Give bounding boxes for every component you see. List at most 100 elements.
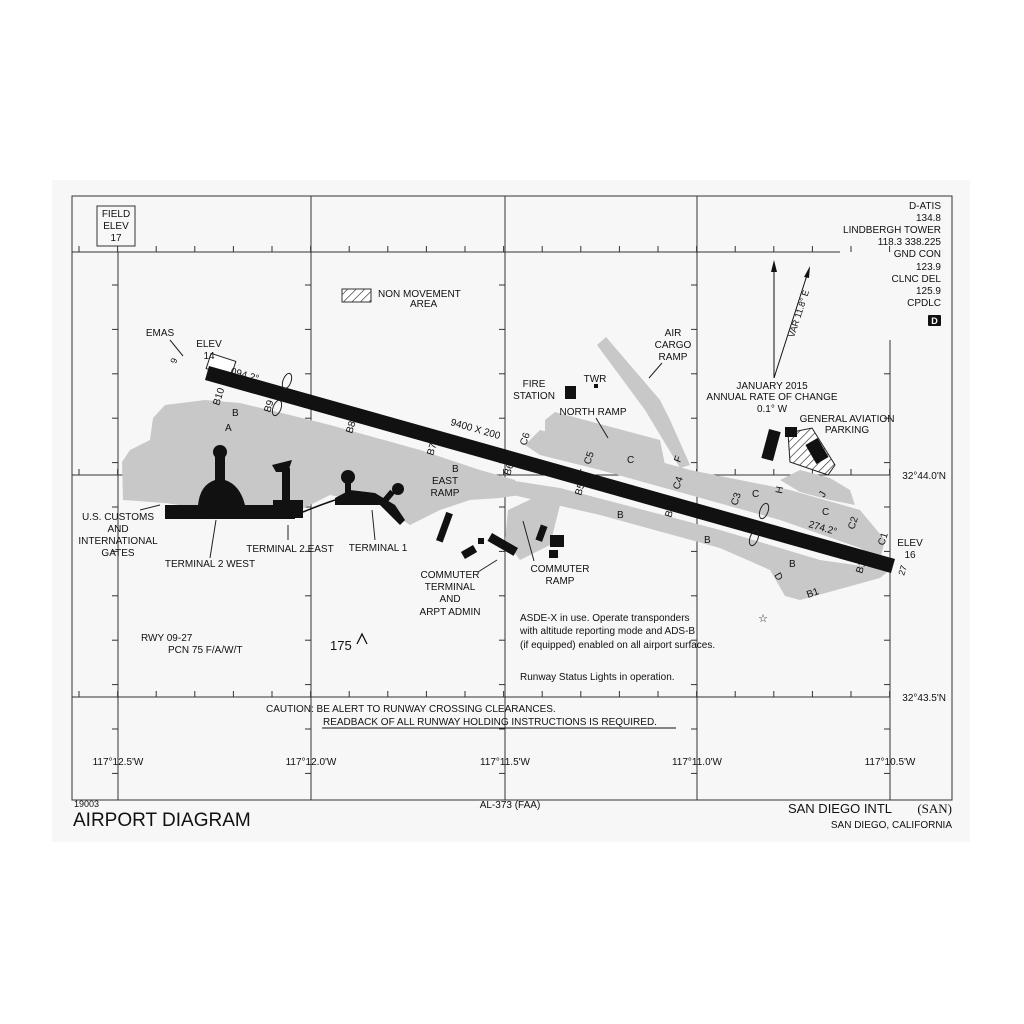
variation-rate-label: ANNUAL RATE OF CHANGE (706, 392, 837, 403)
east-ramp-label: RAMP (431, 488, 460, 499)
elev-value-west: 14 (203, 351, 215, 362)
airport-beacon-icon: ☆ (758, 613, 768, 625)
taxiway-label: B1 (854, 559, 868, 574)
field-elev-value: 17 (110, 233, 122, 244)
freq-ground-value: 123.9 (916, 262, 941, 273)
obstacle-icon (356, 632, 368, 645)
asde-note: ASDE-X in use. Operate transponders (520, 613, 690, 624)
taxiway-label: F (672, 455, 684, 465)
runway-pcn: PCN 75 F/A/W/T (168, 645, 242, 656)
air-cargo-label: CARGO (655, 340, 692, 351)
chart-number: 19003 (74, 799, 99, 809)
taxiway-label: B (704, 535, 711, 546)
elev-label-west: ELEV (196, 339, 222, 350)
hold-marker-icon (281, 372, 293, 390)
field-elevation-box: FIELD ELEV 17 (96, 205, 136, 247)
commuter-terminal-label: COMMUTER (421, 570, 480, 581)
terminal-2-east-building (273, 500, 303, 518)
airport-city: SAN DIEGO, CALIFORNIA (831, 820, 952, 831)
runway-09-27[interactable] (205, 366, 895, 573)
freq-datis: D-ATIS (909, 201, 941, 212)
commuter-ramp-label: COMMUTER (531, 564, 590, 575)
terminal-2-east-label: TERMINAL 2 EAST (246, 544, 333, 555)
taxiway-label: B (452, 464, 459, 475)
elev-label-east: ELEV (897, 538, 923, 549)
commuter-terminal-label: AND (439, 594, 460, 605)
rwsl-note: Runway Status Lights in operation. (520, 672, 675, 683)
customs-label: AND (107, 524, 128, 535)
legend-label-2: AREA (410, 299, 438, 310)
caution-text: CAUTION: BE ALERT TO RUNWAY CROSSING CLE… (266, 704, 556, 715)
taxiway-label: C4 (671, 475, 686, 491)
fire-station-label: STATION (513, 391, 555, 402)
latitude-label: 32°44.0'N (902, 471, 946, 482)
runway-info: RWY 09-27 (141, 633, 193, 644)
chart-id: AL-373 (FAA) (480, 800, 541, 811)
freq-ground: GND CON (894, 249, 941, 260)
air-cargo-ramp (597, 337, 690, 468)
taxiway-label: B8 (344, 419, 358, 434)
ga-taxi-area (780, 470, 855, 505)
air-cargo-label: AIR (665, 328, 682, 339)
legend-label: NON MOVEMENT (378, 289, 461, 300)
commuter-terminal-label: TERMINAL (425, 582, 476, 593)
frequency-block: D-ATIS 134.8 LINDBERGH TOWER 118.3 338.2… (843, 201, 941, 326)
longitude-label: 117°10.5'W (865, 757, 916, 768)
taxiway-label: B4 (663, 503, 677, 518)
runway-number-9: 9 (168, 357, 179, 365)
taxiway-label: B6 (502, 461, 516, 476)
ga-parking-label: GENERAL AVIATION (800, 414, 895, 425)
freq-clearance-value: 125.9 (916, 286, 941, 297)
tower-icon (594, 384, 598, 388)
hold-marker-icon (748, 529, 760, 547)
longitude-label: 117°12.0'W (286, 757, 337, 768)
general-aviation-parking (761, 427, 836, 476)
taxiway-label: C5 (582, 450, 597, 466)
taxiway-label: C2 (846, 515, 861, 531)
freq-tower-value: 118.3 338.225 (878, 237, 942, 248)
taxiway-label: J (817, 490, 829, 500)
taxiway-label: C6 (518, 431, 533, 447)
freq-tower: LINDBERGH TOWER (843, 225, 941, 236)
east-ramp-label: EAST (432, 476, 458, 487)
taxiway-c (525, 430, 885, 560)
freq-cpdlc: CPDLC (907, 298, 941, 309)
longitude-label: 117°12.5'W (93, 757, 144, 768)
chart-title: AIRPORT DIAGRAM (73, 810, 251, 831)
north-ramp (545, 412, 665, 465)
terminal-2-west-building (165, 505, 295, 519)
variation-date: JANUARY 2015 (736, 381, 808, 392)
taxiway-label: B5 (573, 481, 587, 496)
hold-marker-icon (758, 502, 770, 520)
taxiway-label: C3 (729, 491, 744, 507)
longitude-label: 117°11.0'W (672, 757, 723, 768)
fire-station-label: FIRE (523, 379, 546, 390)
longitude-label: 117°11.5'W (480, 757, 531, 768)
obstacle-height: 175 (330, 638, 352, 653)
taxiway-label: B9 (262, 398, 276, 413)
taxiway-label: C (752, 489, 759, 500)
taxiway-label: H (774, 485, 786, 494)
commuter-ramp-label: RAMP (546, 576, 575, 587)
runway-number-27: 27 (896, 564, 909, 577)
hold-marker-icon (271, 399, 283, 417)
north-ramp-label: NORTH RAMP (559, 407, 626, 418)
d-badge-label: D (931, 316, 938, 326)
taxiway-label: B1 (805, 586, 821, 601)
freq-datis-value: 134.8 (916, 213, 941, 224)
variation-rate: 0.1° W (757, 404, 788, 415)
terminal-2-west-label: TERMINAL 2 WEST (165, 559, 255, 570)
airport-name: SAN DIEGO INTL (788, 801, 892, 816)
taxiway-label: D (771, 571, 784, 583)
d-badge (928, 315, 941, 326)
customs-label: U.S. CUSTOMS (82, 512, 154, 523)
terminal-1-building (335, 490, 405, 525)
readback-text: READBACK OF ALL RUNWAY HOLDING INSTRUCTI… (323, 717, 657, 728)
customs-label: INTERNATIONAL (78, 536, 158, 547)
terminal-buildings (165, 384, 598, 559)
taxiway-label: C (627, 455, 634, 466)
commuter-terminal-label: ARPT ADMIN (420, 607, 481, 618)
taxiway-label: B7 (425, 441, 439, 456)
asde-note-3: (if equipped) enabled on all airport sur… (520, 640, 715, 651)
